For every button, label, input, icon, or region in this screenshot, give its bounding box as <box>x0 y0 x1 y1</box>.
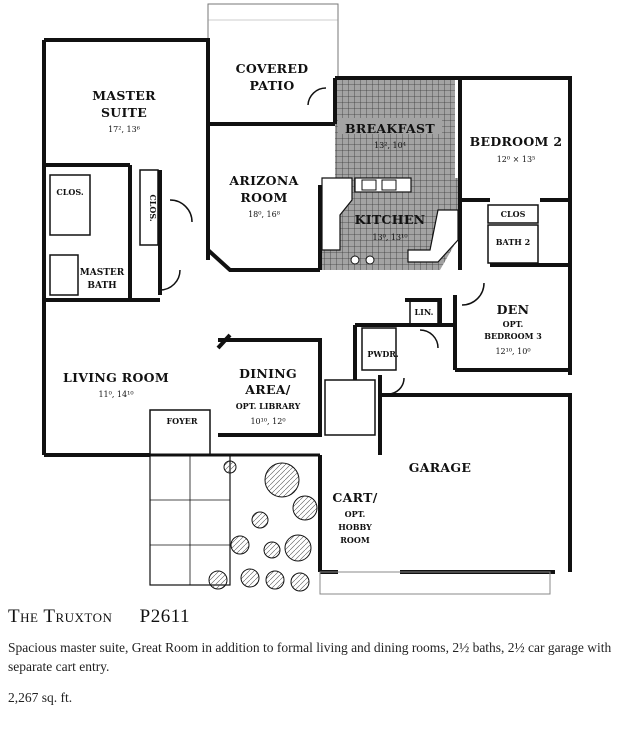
master-suite-label: MASTER <box>92 88 156 103</box>
kitchen-label: KITCHEN <box>355 212 426 227</box>
bedroom2-label: BEDROOM 2 <box>470 134 563 149</box>
breakfast-label-bg <box>338 118 442 134</box>
dining-dim: 10¹⁰, 12⁰ <box>250 417 285 426</box>
entry-walk <box>149 454 551 595</box>
plan-description: Spacious master suite, Great Room in add… <box>8 640 612 674</box>
clos-left-label: CLOS. <box>56 187 83 197</box>
floor-plan: COVERED PATIO MASTER SUITE 17², 13⁶ BREA… <box>42 3 572 595</box>
master-bath-label: MASTER <box>80 268 125 278</box>
floor-plan-drawing: COVERED PATIO MASTER SUITE 17², 13⁶ BREA… <box>42 3 572 595</box>
cart-label: CART/ <box>332 490 377 505</box>
arizona-room-dim: 18⁰, 16⁸ <box>248 210 280 219</box>
cart-room-label: ROOM <box>340 535 370 545</box>
den-label: DEN <box>497 302 530 317</box>
covered-patio-label-2: PATIO <box>249 78 294 93</box>
plan-title: The Truxton P2611 <box>8 606 190 628</box>
kitchen-counters <box>321 177 459 263</box>
garage-label: GARAGE <box>409 460 471 475</box>
dining-area-label: AREA/ <box>244 382 291 397</box>
foyer-label: FOYER <box>166 416 197 426</box>
dining-label: DINING <box>239 366 297 381</box>
den-opt-label: OPT. <box>503 319 524 329</box>
master-suite-label-2: SUITE <box>101 105 147 120</box>
breakfast-label: BREAKFAST <box>345 121 435 136</box>
shrubs <box>208 460 318 592</box>
arizona-room-label: ARIZONA <box>228 173 298 188</box>
breakfast-dim: 13², 10⁴ <box>374 141 406 150</box>
dining-opt-library-label: OPT. LIBRARY <box>236 401 301 411</box>
master-bath-label-2: BATH <box>87 281 117 291</box>
plan-name: The Truxton <box>8 606 113 627</box>
plan-code: P2611 <box>139 606 191 627</box>
master-suite-dim: 17², 13⁶ <box>108 125 140 134</box>
linen-label: LIN. <box>415 307 434 317</box>
bedroom2-dim: 12⁰ × 13⁵ <box>497 155 536 164</box>
den-dim: 12¹⁰, 10⁰ <box>495 347 530 356</box>
covered-patio-label: COVERED <box>236 61 309 76</box>
plan-square-footage: 2,267 sq. ft. <box>8 690 73 705</box>
arizona-room-label-2: ROOM <box>240 190 287 205</box>
clos-right-label: CLOS <box>501 209 526 219</box>
kitchen-dim: 13⁰, 13¹⁰ <box>372 233 407 242</box>
powder-room-label: PWDR. <box>367 349 399 359</box>
bath2-label: BATH 2 <box>496 237 530 247</box>
cart-opt-label: OPT. <box>345 509 366 519</box>
kitchen-appliances <box>350 179 397 265</box>
clos-vertical-label: CLOS. <box>148 194 158 221</box>
cart-hobby-label: HOBBY <box>338 522 372 532</box>
living-room-label: LIVING ROOM <box>63 370 169 385</box>
living-room-dim: 11⁰, 14¹⁰ <box>98 390 133 399</box>
den-bedroom3-label: BEDROOM 3 <box>484 331 542 341</box>
